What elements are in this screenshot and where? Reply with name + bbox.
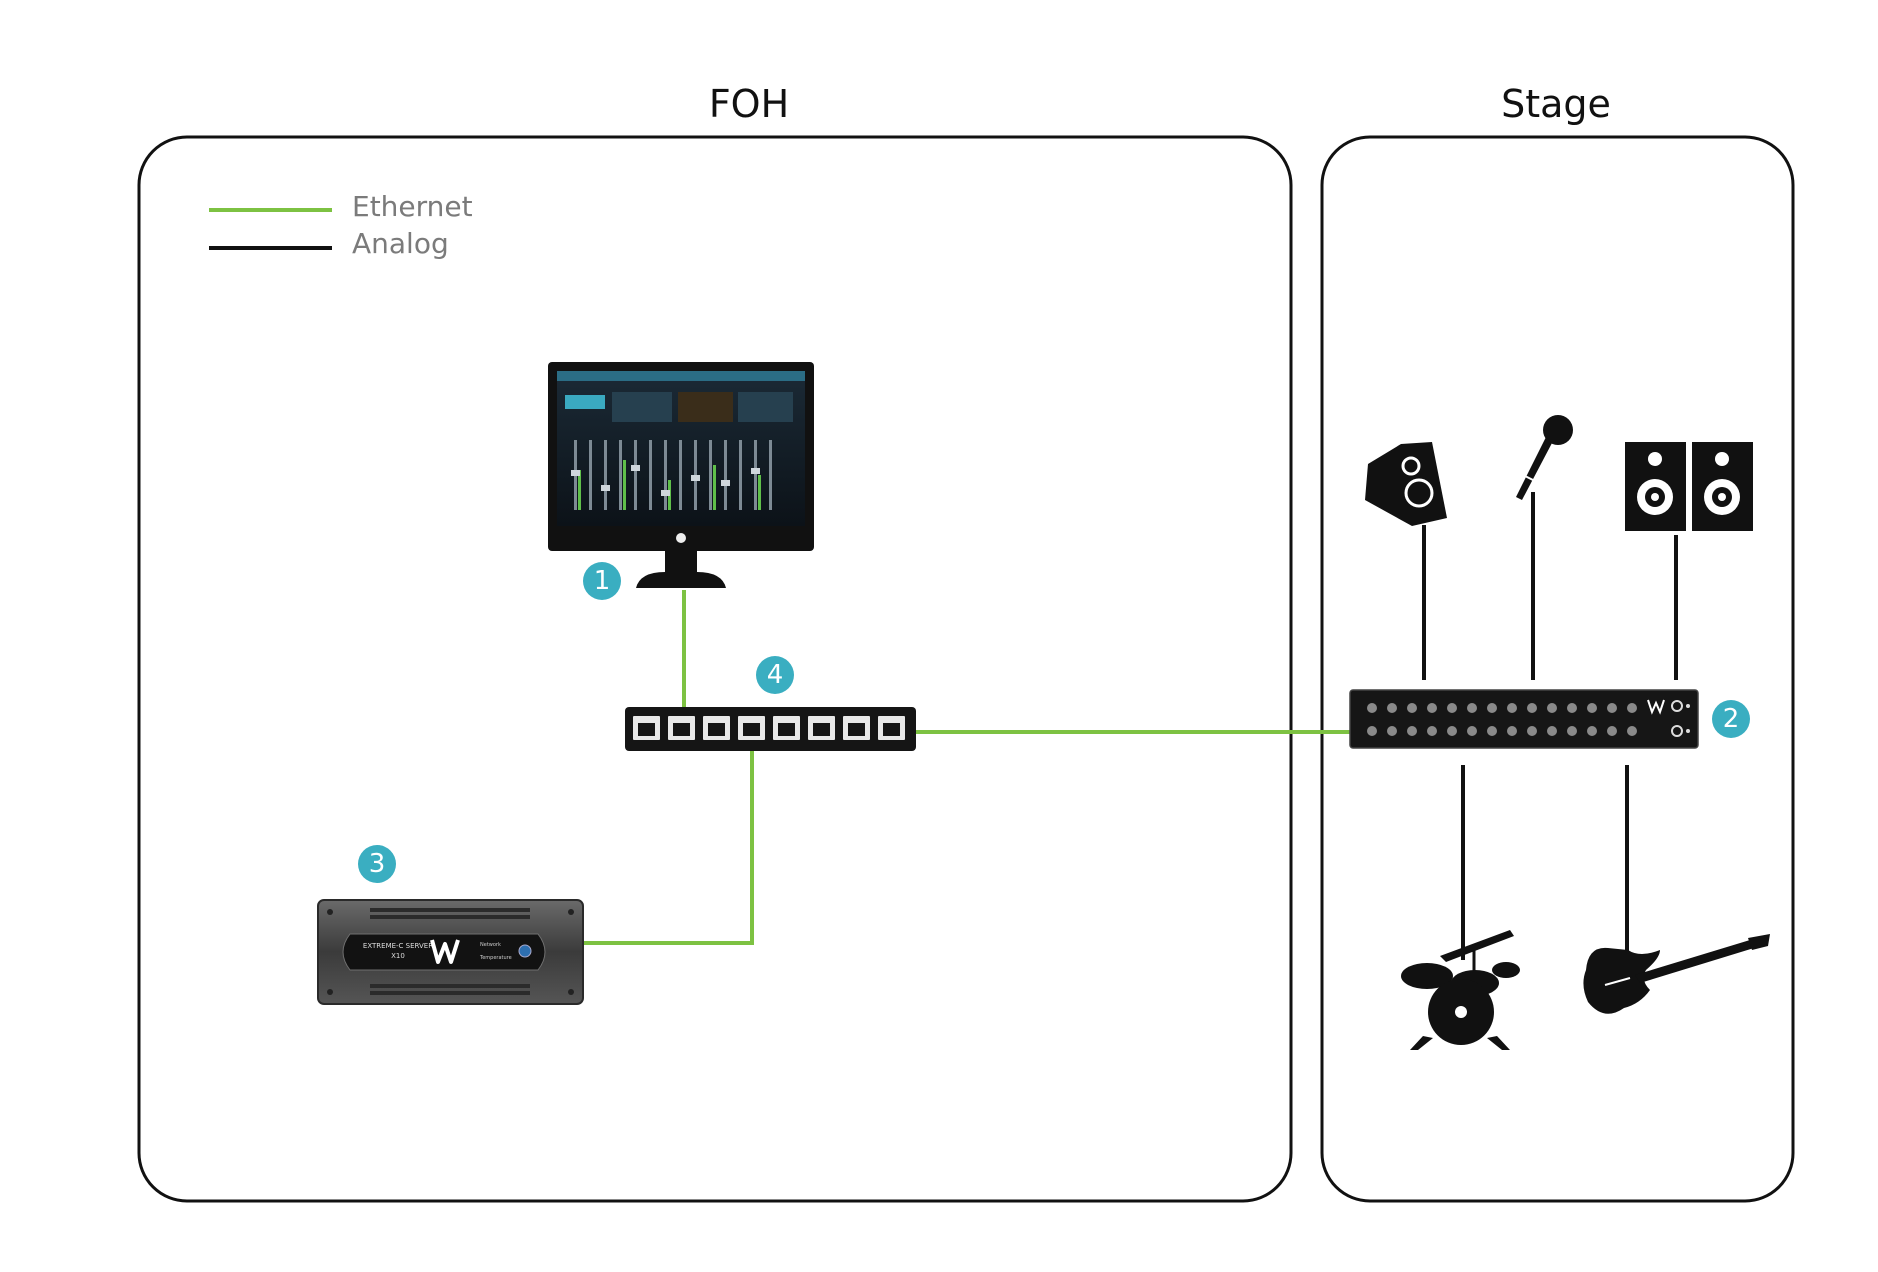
server-status-temperature: Temperature xyxy=(479,955,512,961)
speaker-pair-icon xyxy=(1625,442,1753,531)
foh-zone-box xyxy=(137,135,1293,1203)
legend-ethernet-label: Ethernet xyxy=(352,190,473,223)
server-label-line1: EXTREME-C SERVER xyxy=(363,942,433,950)
stage-zone-title: Stage xyxy=(1501,82,1611,126)
legend-analog-label: Analog xyxy=(352,227,449,260)
microphone-icon xyxy=(1516,415,1573,500)
drum-kit-icon xyxy=(1401,930,1520,1050)
ethernet-switch-server xyxy=(583,750,754,945)
audio-server-icon: EXTREME-C SERVER X10 Network Temperature xyxy=(317,899,584,1005)
server-status-network: Network xyxy=(480,942,501,948)
badge-server: 3 xyxy=(358,845,396,883)
electric-guitar-icon xyxy=(1583,934,1770,1014)
foh-zone-title: FOH xyxy=(708,82,790,126)
stage-io-rack-icon xyxy=(1349,689,1699,749)
stage-monitor-wedge-icon xyxy=(1365,442,1447,526)
badge-stagebox: 2 xyxy=(1712,700,1750,738)
network-switch-icon xyxy=(625,707,916,751)
badge-computer: 1 xyxy=(583,562,621,600)
stage-zone-box xyxy=(1320,135,1795,1203)
badge-switch: 4 xyxy=(756,656,794,694)
desktop-monitor-icon xyxy=(548,362,814,588)
server-label-line2: X10 xyxy=(391,952,405,960)
